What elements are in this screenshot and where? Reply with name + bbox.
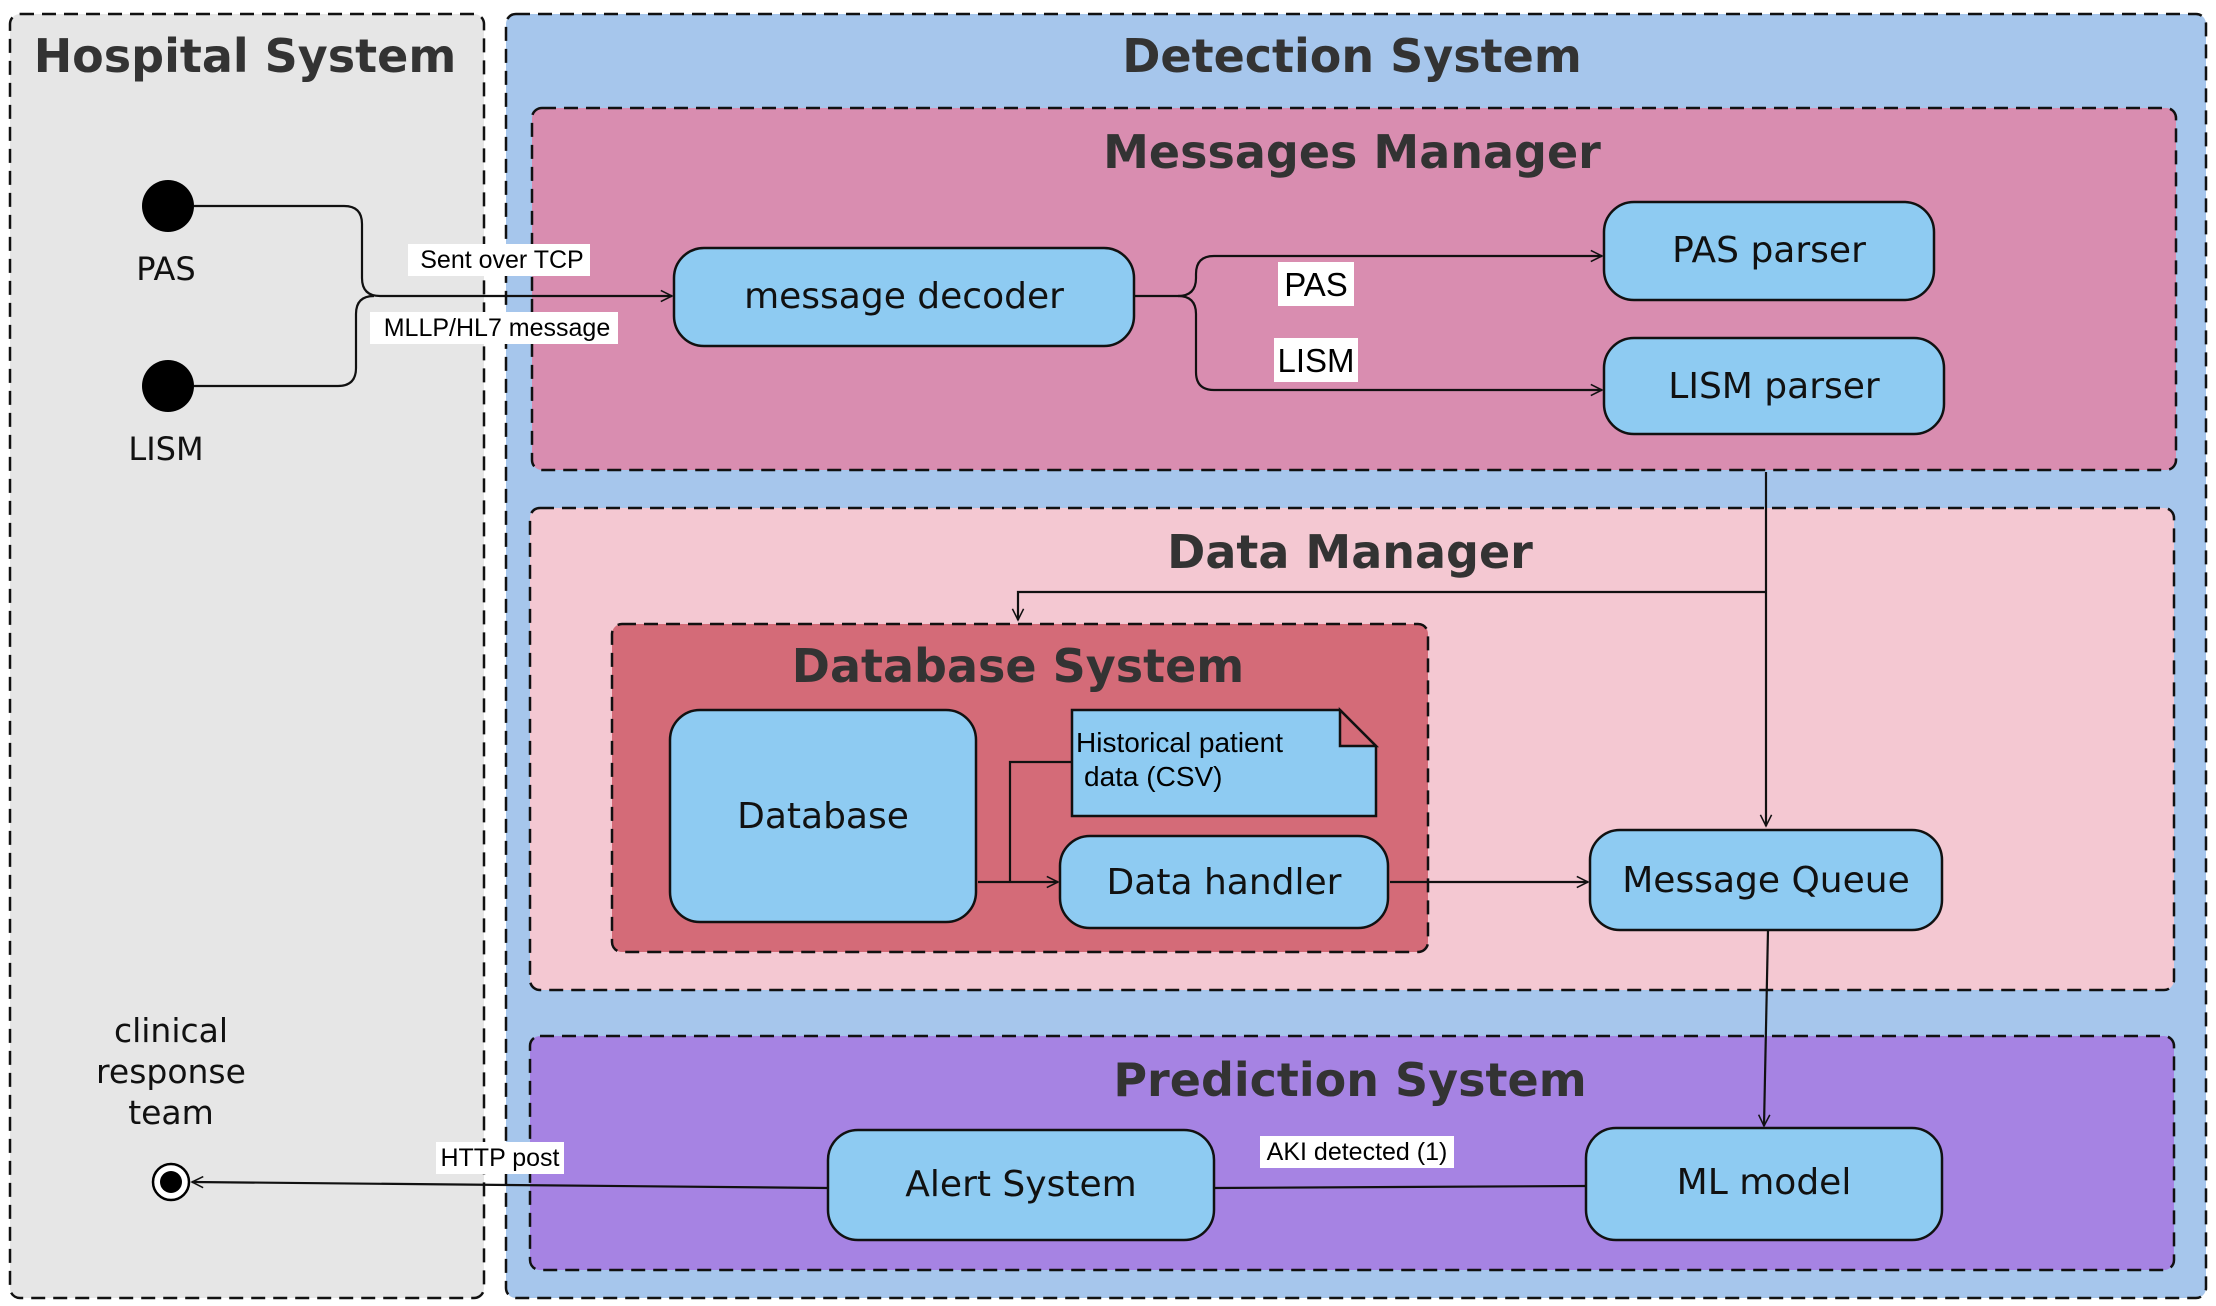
ml-to-alert-edge xyxy=(1213,1184,1587,1190)
mllp-hl7-label: MLLP/HL7 message xyxy=(384,314,611,342)
note-fold-icon xyxy=(1338,706,1380,748)
pas-parser-node[interactable]: PAS parser xyxy=(1602,200,1936,302)
database-system-title: Database System xyxy=(792,639,1244,693)
lism-parser-label: LISM parser xyxy=(1668,366,1880,407)
pas-branch-label: PAS xyxy=(1284,266,1348,303)
clinical-response-team-actor: clinical response team xyxy=(96,1011,246,1202)
historical-label-line1: Historical patient xyxy=(1076,727,1283,758)
lism-start-node-icon xyxy=(142,360,194,412)
http-post-label: HTTP post xyxy=(440,1144,559,1172)
message-decoder-label: message decoder xyxy=(744,276,1064,317)
alert-system-label: Alert System xyxy=(905,1164,1136,1205)
alert-to-clinical-edge xyxy=(192,1182,829,1190)
edges xyxy=(192,204,1768,1190)
message-queue-label: Message Queue xyxy=(1622,860,1910,901)
detection-system-title: Detection System xyxy=(1122,29,1582,83)
messages-manager-title: Messages Manager xyxy=(1103,125,1601,179)
database-node[interactable]: Database xyxy=(668,708,978,924)
data-handler-node[interactable]: Data handler xyxy=(1058,834,1390,930)
ml-model-node[interactable]: ML model xyxy=(1584,1126,1944,1242)
lism-actor: LISM xyxy=(128,360,204,468)
message-decoder-node[interactable]: message decoder xyxy=(672,246,1136,348)
historical-label-line2: data (CSV) xyxy=(1084,761,1223,792)
database-label: Database xyxy=(737,796,909,837)
historical-to-handler-edge xyxy=(1008,760,1072,882)
hospital-system-title: Hospital System xyxy=(34,29,457,83)
data-manager-title: Data Manager xyxy=(1167,525,1533,579)
lism-branch-label: LISM xyxy=(1277,342,1354,379)
pas-actor-label: PAS xyxy=(136,250,195,288)
clinical-label-line3: team xyxy=(128,1093,214,1132)
sent-over-tcp-label: Sent over TCP xyxy=(420,246,584,274)
edge-labels: Sent over TCP MLLP/HL7 message PAS LISM … xyxy=(370,244,1454,1174)
queue-to-ml-edge xyxy=(1764,929,1768,1126)
aki-detected-label: AKI detected (1) xyxy=(1267,1138,1448,1166)
lism-parser-node[interactable]: LISM parser xyxy=(1602,336,1946,436)
hospital-system-container: Hospital System xyxy=(8,12,486,1300)
end-node-dot-icon xyxy=(160,1171,182,1193)
alert-system-node[interactable]: Alert System xyxy=(826,1128,1216,1242)
ml-model-label: ML model xyxy=(1677,1162,1852,1203)
decoder-to-lism-parser-edge xyxy=(1177,294,1602,390)
clinical-label-line1: clinical xyxy=(114,1011,228,1050)
decoder-to-pas-parser-edge xyxy=(1134,256,1602,298)
prediction-system-title: Prediction System xyxy=(1113,1053,1586,1107)
data-handler-label: Data handler xyxy=(1107,862,1342,903)
pas-parser-label: PAS parser xyxy=(1672,230,1866,271)
message-queue-node[interactable]: Message Queue xyxy=(1588,828,1944,932)
historical-data-note[interactable]: Historical patient data (CSV) xyxy=(1070,706,1380,818)
pas-actor: PAS xyxy=(136,180,196,288)
lism-to-decoder-edge xyxy=(194,294,375,388)
parser-to-database-edge xyxy=(1018,590,1766,620)
lism-actor-label: LISM xyxy=(128,430,203,468)
pas-start-node-icon xyxy=(142,180,194,232)
clinical-label-line2: response xyxy=(96,1052,246,1091)
